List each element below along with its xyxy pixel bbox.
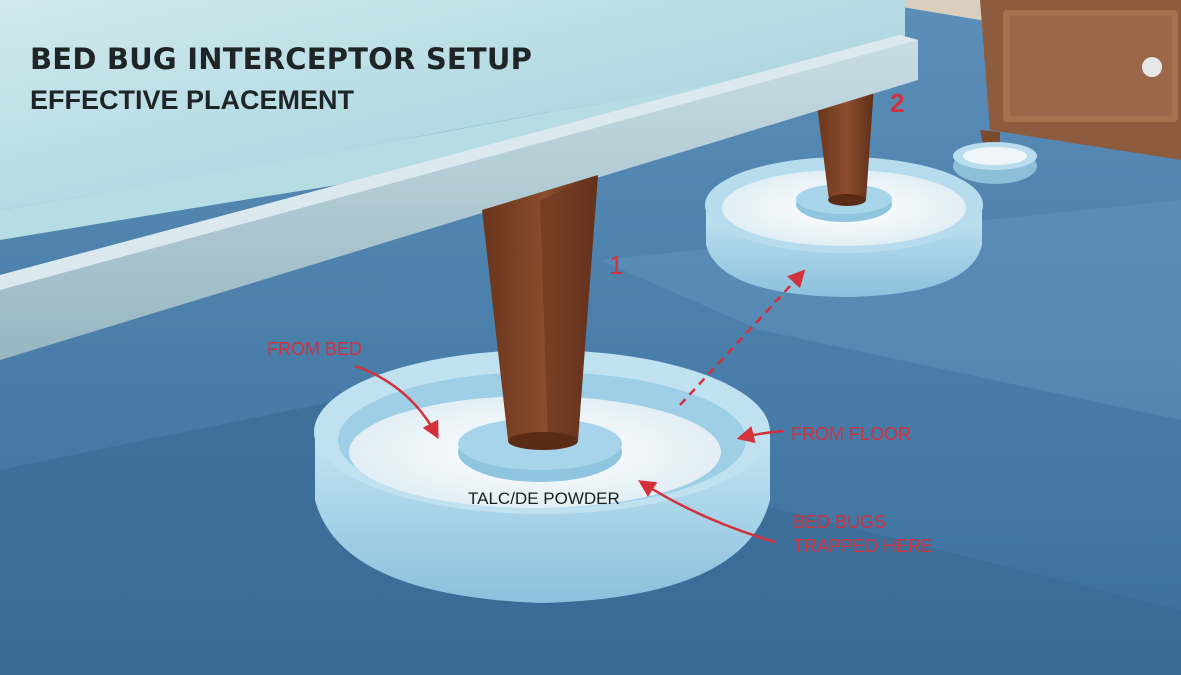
from-floor-label: FROM FLOOR (791, 424, 911, 444)
between-legs-arrow (679, 269, 806, 406)
diagram-title: BED BUG INTERCEPTOR SETUP (30, 42, 533, 76)
annotation-arrows (354, 269, 806, 544)
leg-number-1: 1 (609, 250, 624, 280)
from-floor-arrow (736, 426, 784, 444)
from-bed-label: FROM BED (267, 339, 363, 359)
powder-label: TALC/DE POWDER (468, 489, 620, 508)
trapped-label: BED BUGS TRAPPED HERE (793, 510, 933, 558)
trapped-label-line-2: TRAPPED HERE (793, 536, 934, 556)
interceptor-1 (314, 175, 770, 603)
leg-number-2: 2 (890, 88, 905, 118)
trapped-label-line-1: BED BUGS (793, 512, 887, 532)
trapped-arrow (638, 480, 776, 544)
interceptor-2 (705, 86, 983, 297)
interceptor-nightstand (953, 142, 1037, 184)
bed (0, 0, 918, 360)
bed-frame (0, 35, 918, 360)
from-bed-arrow (354, 364, 439, 440)
diagram-subtitle: EFFECTIVE PLACEMENT (30, 85, 355, 115)
mattress-blanket (0, 0, 905, 210)
